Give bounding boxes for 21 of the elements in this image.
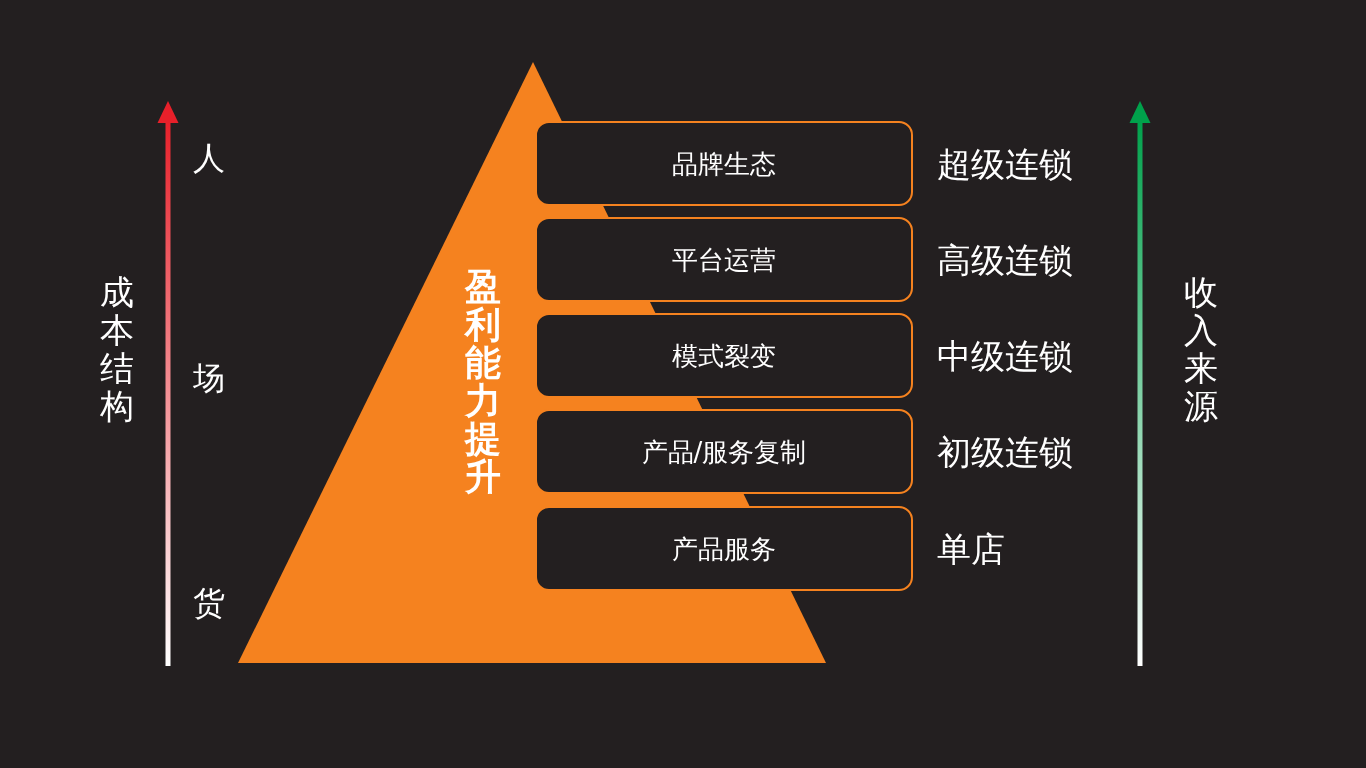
pyramid-title: 盈利能力提升 [465, 268, 501, 496]
stage-label: 品牌生态 [672, 147, 776, 180]
stage-label: 产品服务 [672, 532, 776, 565]
stage-box [535, 313, 913, 398]
axis-title: 成本结构 [100, 273, 134, 425]
axis-label: 人 [193, 139, 225, 177]
level-label: 初级连锁 [937, 431, 1073, 472]
level-label: 单店 [937, 528, 1005, 569]
level-label: 超级连锁 [937, 143, 1073, 184]
axis-title: 收入来源 [1184, 273, 1218, 425]
stage-box [535, 121, 913, 206]
stage-box [535, 217, 913, 302]
stage-box [535, 506, 913, 591]
stage-box [535, 409, 913, 494]
axis-label: 场 [193, 359, 225, 397]
level-label: 高级连锁 [937, 239, 1073, 280]
level-label: 中级连锁 [937, 335, 1073, 376]
axis-label: 货 [193, 584, 225, 622]
stage-label: 产品/服务复制 [641, 435, 807, 468]
stage-label: 模式裂变 [672, 339, 776, 372]
stage-label: 平台运营 [672, 243, 776, 276]
